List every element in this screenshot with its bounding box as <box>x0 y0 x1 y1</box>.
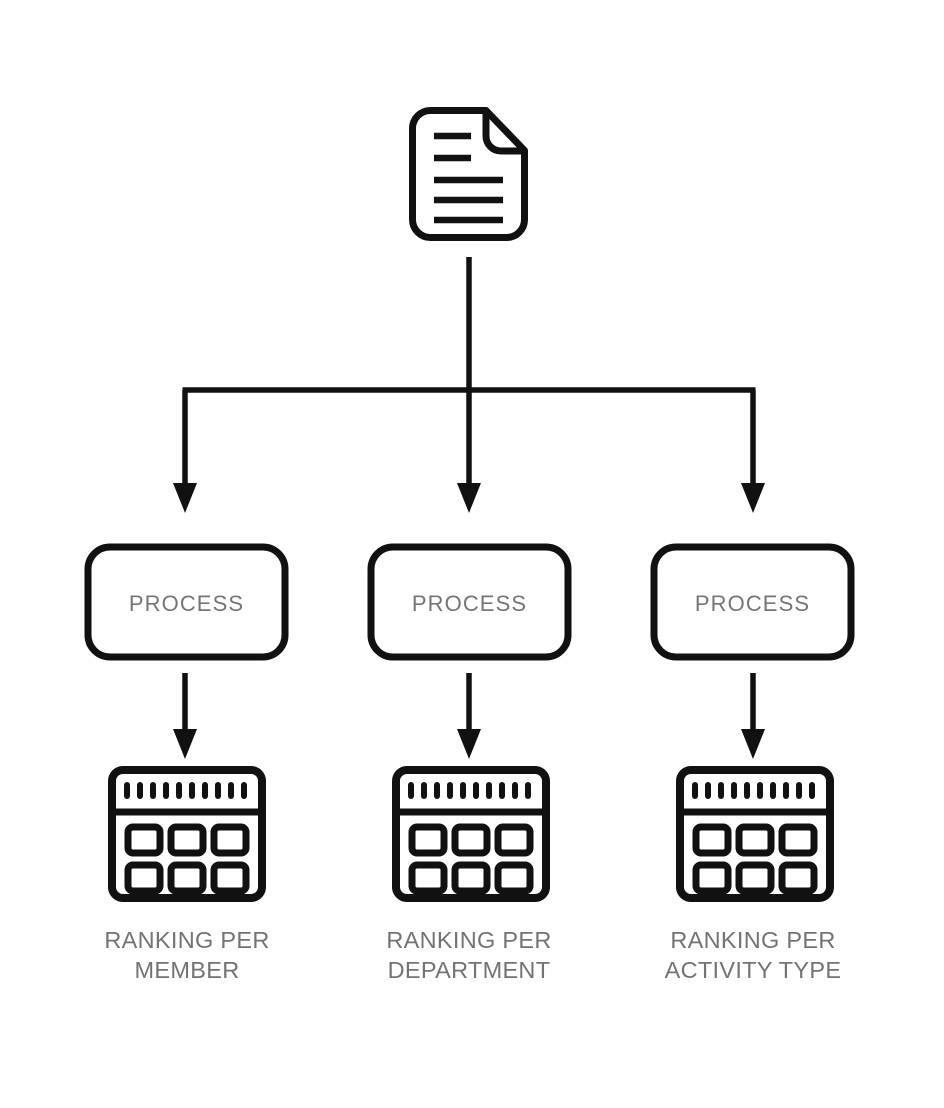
calendar-header-ticks-3 <box>692 782 815 799</box>
calendar-header-ticks-2 <box>408 782 531 799</box>
process-box-2[interactable] <box>367 543 572 661</box>
result-arrowhead-2 <box>457 729 481 759</box>
connector-bus <box>182 257 756 487</box>
calendar-header-ticks-1 <box>124 782 247 799</box>
process-box-1[interactable] <box>84 543 289 661</box>
process-label-1: PROCESS <box>128 591 245 616</box>
calendar-cells-2 <box>408 823 534 895</box>
process-label-2: PROCESS <box>411 591 528 616</box>
result-arrowhead-3 <box>741 729 765 759</box>
calendar-table-icon-2 <box>392 766 550 902</box>
arrowhead-3 <box>741 483 765 513</box>
process-label-3: PROCESS <box>694 591 811 616</box>
process-to-result-arrows <box>173 673 765 759</box>
result-arrowhead-1 <box>173 729 197 759</box>
process-box-3[interactable] <box>650 543 855 661</box>
calendar-table-icon-1 <box>108 766 266 902</box>
document-text-lines <box>434 132 503 224</box>
calendar-table-icon-3 <box>676 766 834 902</box>
bus-arrowheads <box>173 483 765 513</box>
result-label-2: RANKING PER DEPARTMENT <box>386 927 552 984</box>
result-label-1: RANKING PER MEMBER <box>104 927 270 984</box>
document-icon <box>409 107 528 241</box>
calendar-cells-3 <box>692 823 818 895</box>
arrowhead-2 <box>457 483 481 513</box>
calendar-cells-1 <box>124 823 250 895</box>
result-label-3: RANKING PER ACTIVITY TYPE <box>664 927 842 984</box>
arrowhead-1 <box>173 483 197 513</box>
